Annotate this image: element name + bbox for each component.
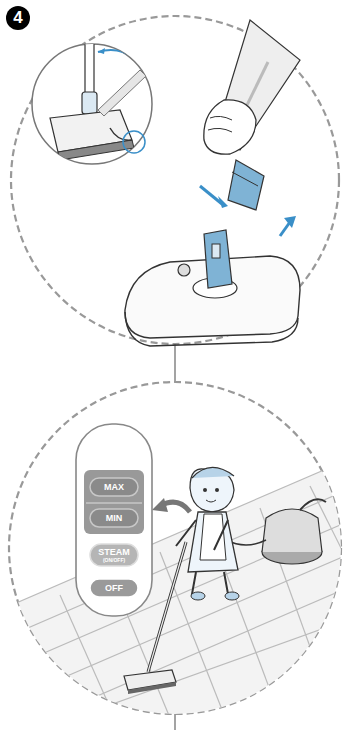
tube-and-hand — [208, 116, 232, 132]
character — [206, 500, 216, 502]
character — [200, 514, 226, 560]
inset-detail — [82, 92, 97, 114]
control-panel — [76, 424, 152, 616]
button-outline — [90, 509, 138, 527]
steam-brush — [212, 244, 220, 258]
tube-and-hand — [204, 100, 256, 154]
character — [192, 467, 234, 478]
callout-number: 4 — [6, 6, 30, 30]
floor-scene — [0, 460, 347, 730]
inset-detail — [32, 30, 152, 164]
button-label: OFF — [105, 584, 123, 593]
tube-and-hand — [280, 222, 290, 236]
floor-scene — [152, 498, 168, 512]
off-button: OFF — [89, 578, 139, 598]
character — [176, 467, 239, 600]
inset-detail — [50, 30, 146, 160]
button-outline — [90, 579, 138, 597]
vacuum-wand — [148, 542, 186, 672]
steam-brush — [125, 312, 298, 346]
steam-brush — [204, 230, 232, 288]
tube-and-hand — [232, 172, 258, 186]
floor-scene — [0, 490, 347, 640]
frame-circle — [11, 16, 339, 344]
vacuum-canister — [300, 499, 326, 510]
steam-brush — [125, 230, 300, 346]
inset-detail — [110, 128, 132, 140]
button-outline — [90, 544, 138, 566]
floor-scene — [0, 460, 347, 730]
max-button: MAX — [89, 477, 139, 497]
tube-and-hand — [284, 216, 296, 228]
tube-and-hand — [200, 186, 222, 204]
floor-scene — [0, 460, 347, 730]
button-label: STEAM — [98, 548, 130, 557]
button-sublabel: (ON/OFF) — [103, 558, 125, 563]
character — [225, 592, 239, 600]
button-label: MIN — [106, 514, 123, 523]
character — [203, 488, 207, 492]
character — [215, 488, 219, 492]
inset-detail — [132, 51, 138, 58]
button-label: MAX — [104, 483, 124, 492]
button-outline — [90, 478, 138, 496]
inset-detail — [98, 70, 146, 116]
character — [192, 572, 238, 594]
tube-and-hand — [228, 160, 264, 210]
min-button: MIN — [89, 508, 139, 528]
floor-scene — [260, 508, 340, 730]
steam-button: STEAM(ON/OFF) — [89, 543, 139, 567]
floor-scene — [0, 588, 347, 730]
inset-detail — [123, 131, 145, 153]
frame-circle — [174, 344, 175, 382]
vacuum-wand — [128, 682, 176, 694]
control-panel — [76, 424, 152, 616]
steam-brush — [178, 264, 190, 276]
floor-scene — [0, 555, 347, 705]
frame-circle — [174, 714, 175, 730]
vacuum-wand — [148, 542, 186, 672]
tube-and-hand — [200, 20, 300, 236]
character — [191, 592, 205, 600]
inset-detail — [98, 48, 105, 54]
control-panel — [86, 502, 142, 503]
control-panel — [84, 470, 144, 534]
vacuum-canister — [262, 509, 322, 552]
